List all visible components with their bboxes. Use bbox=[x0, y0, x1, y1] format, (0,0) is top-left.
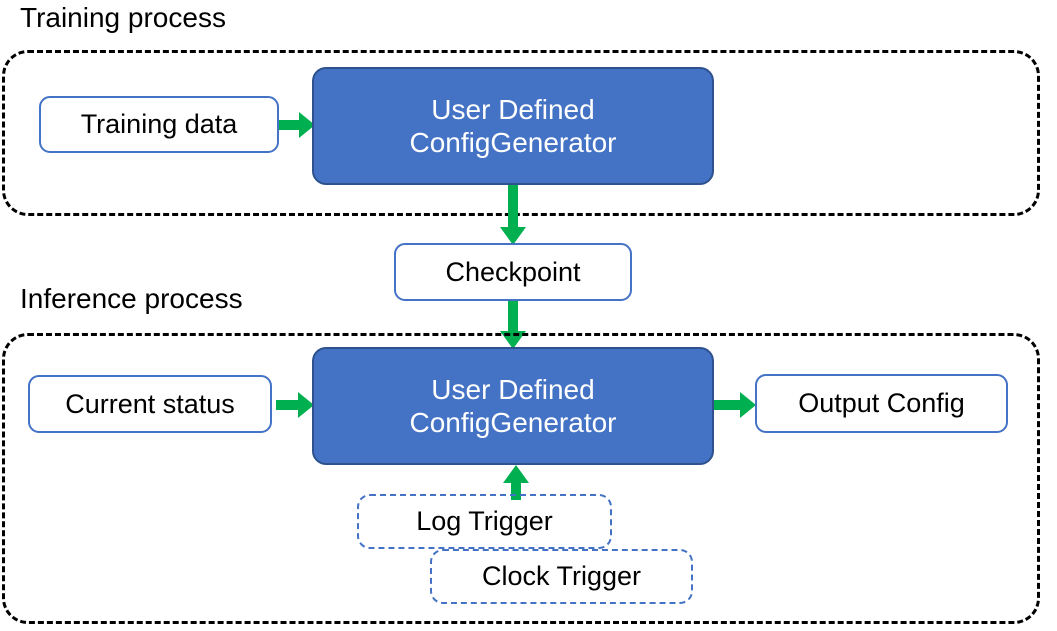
node-train-config-generator-line1: User Defined bbox=[431, 93, 595, 125]
section-container-inference bbox=[2, 333, 1040, 624]
arrow-training-data-to-generator bbox=[279, 112, 315, 138]
node-infer-config-generator-line1: User Defined bbox=[431, 373, 595, 405]
node-current-status-label: Current status bbox=[65, 388, 235, 419]
node-checkpoint[interactable]: Checkpoint bbox=[394, 243, 632, 301]
node-train-config-generator[interactable]: User Defined ConfigGenerator bbox=[312, 67, 714, 185]
node-log-trigger-label: Log Trigger bbox=[416, 506, 553, 536]
section-container-training bbox=[2, 50, 1040, 216]
node-log-trigger[interactable]: Log Trigger bbox=[357, 494, 612, 549]
arrow-generator-to-output-config bbox=[714, 392, 756, 418]
section-label-training: Training process bbox=[20, 2, 226, 33]
arrow-current-status-to-generator bbox=[276, 392, 314, 418]
node-infer-config-generator[interactable]: User Defined ConfigGenerator bbox=[312, 347, 714, 465]
node-checkpoint-label: Checkpoint bbox=[445, 256, 581, 287]
node-infer-config-generator-line2: ConfigGenerator bbox=[409, 407, 617, 438]
arrow-checkpoint-to-infer-generator bbox=[500, 301, 526, 349]
node-clock-trigger-label: Clock Trigger bbox=[481, 561, 642, 591]
node-output-config-label: Output Config bbox=[798, 388, 965, 418]
node-training-data[interactable]: Training data bbox=[39, 96, 279, 153]
node-output-config[interactable]: Output Config bbox=[755, 374, 1008, 433]
node-clock-trigger[interactable]: Clock Trigger bbox=[430, 549, 693, 604]
arrow-log-trigger-to-generator bbox=[503, 465, 529, 500]
section-label-inference: Inference process bbox=[20, 283, 243, 314]
arrow-train-generator-to-checkpoint bbox=[500, 185, 526, 245]
node-current-status[interactable]: Current status bbox=[28, 375, 272, 433]
node-training-data-label: Training data bbox=[80, 109, 238, 139]
node-train-config-generator-line2: ConfigGenerator bbox=[409, 127, 617, 158]
